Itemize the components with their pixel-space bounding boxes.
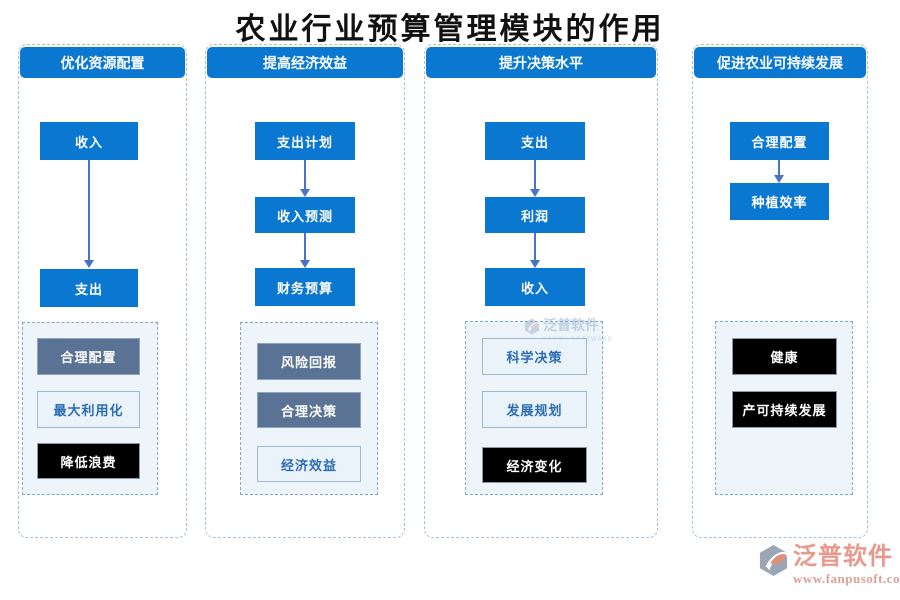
fanpu-logo-icon	[525, 318, 539, 335]
column-optimize-resources: 优化资源配置	[18, 44, 187, 538]
tag-reduce-waste: 降低浪费	[37, 443, 140, 479]
brand-text: 泛普软件 www.fanpusoft.com	[793, 544, 900, 587]
arrow-down-icon	[529, 160, 541, 197]
tag-sustainable-production: 产可持续发展	[732, 391, 837, 428]
flow-box-expenditure-plan: 支出计划	[255, 122, 355, 160]
flow-box-profit: 利润	[485, 197, 585, 233]
column-header: 优化资源配置	[20, 47, 185, 78]
tag-max-utilization: 最大利用化	[37, 391, 140, 428]
arrow-down-icon	[299, 160, 311, 197]
flow-box-financial-budget: 财务预算	[255, 268, 355, 306]
flow-box-rational-allocation: 合理配置	[730, 122, 829, 160]
column-economic-benefit: 提高经济效益	[205, 44, 405, 538]
flow-box-income-forecast: 收入预测	[255, 197, 355, 233]
flow-box-revenue: 收入	[485, 268, 585, 306]
arrow-down-icon	[83, 160, 95, 268]
tag-economic-benefit: 经济效益	[257, 446, 361, 482]
brand-logo: 泛普软件 www.fanpusoft.com	[758, 544, 900, 587]
brand-name: 泛普软件	[793, 543, 893, 570]
flow-box-expenditure: 支出	[40, 269, 138, 307]
tag-rational-decision: 合理决策	[257, 392, 361, 428]
flow-box-income: 收入	[40, 122, 138, 160]
tag-rational-allocation: 合理配置	[37, 338, 140, 375]
arrow-down-icon	[299, 233, 311, 268]
column-header: 提升决策水平	[426, 47, 656, 78]
tag-development-plan: 发展规划	[482, 391, 587, 428]
flow-box-planting-efficiency: 种植效率	[730, 183, 829, 220]
tag-health: 健康	[732, 338, 837, 375]
tag-risk-return: 风险回报	[257, 343, 361, 380]
brand-url: www.fanpusoft.com	[793, 571, 900, 586]
arrow-down-icon	[529, 233, 541, 268]
column-decision-level: 提升决策水平	[424, 44, 658, 538]
arrow-down-icon	[773, 160, 785, 183]
tag-scientific-decision: 科学决策	[482, 338, 587, 375]
page-title: 农业行业预算管理模块的作用	[235, 13, 665, 46]
flow-box-expense: 支出	[485, 122, 585, 160]
tag-economic-change: 经济变化	[482, 447, 587, 483]
column-sustainable-development: 促进农业可持续发展	[692, 44, 868, 538]
fanpu-logo-icon	[759, 545, 788, 576]
column-header: 促进农业可持续发展	[694, 47, 866, 78]
column-header: 提高经济效益	[207, 47, 403, 78]
